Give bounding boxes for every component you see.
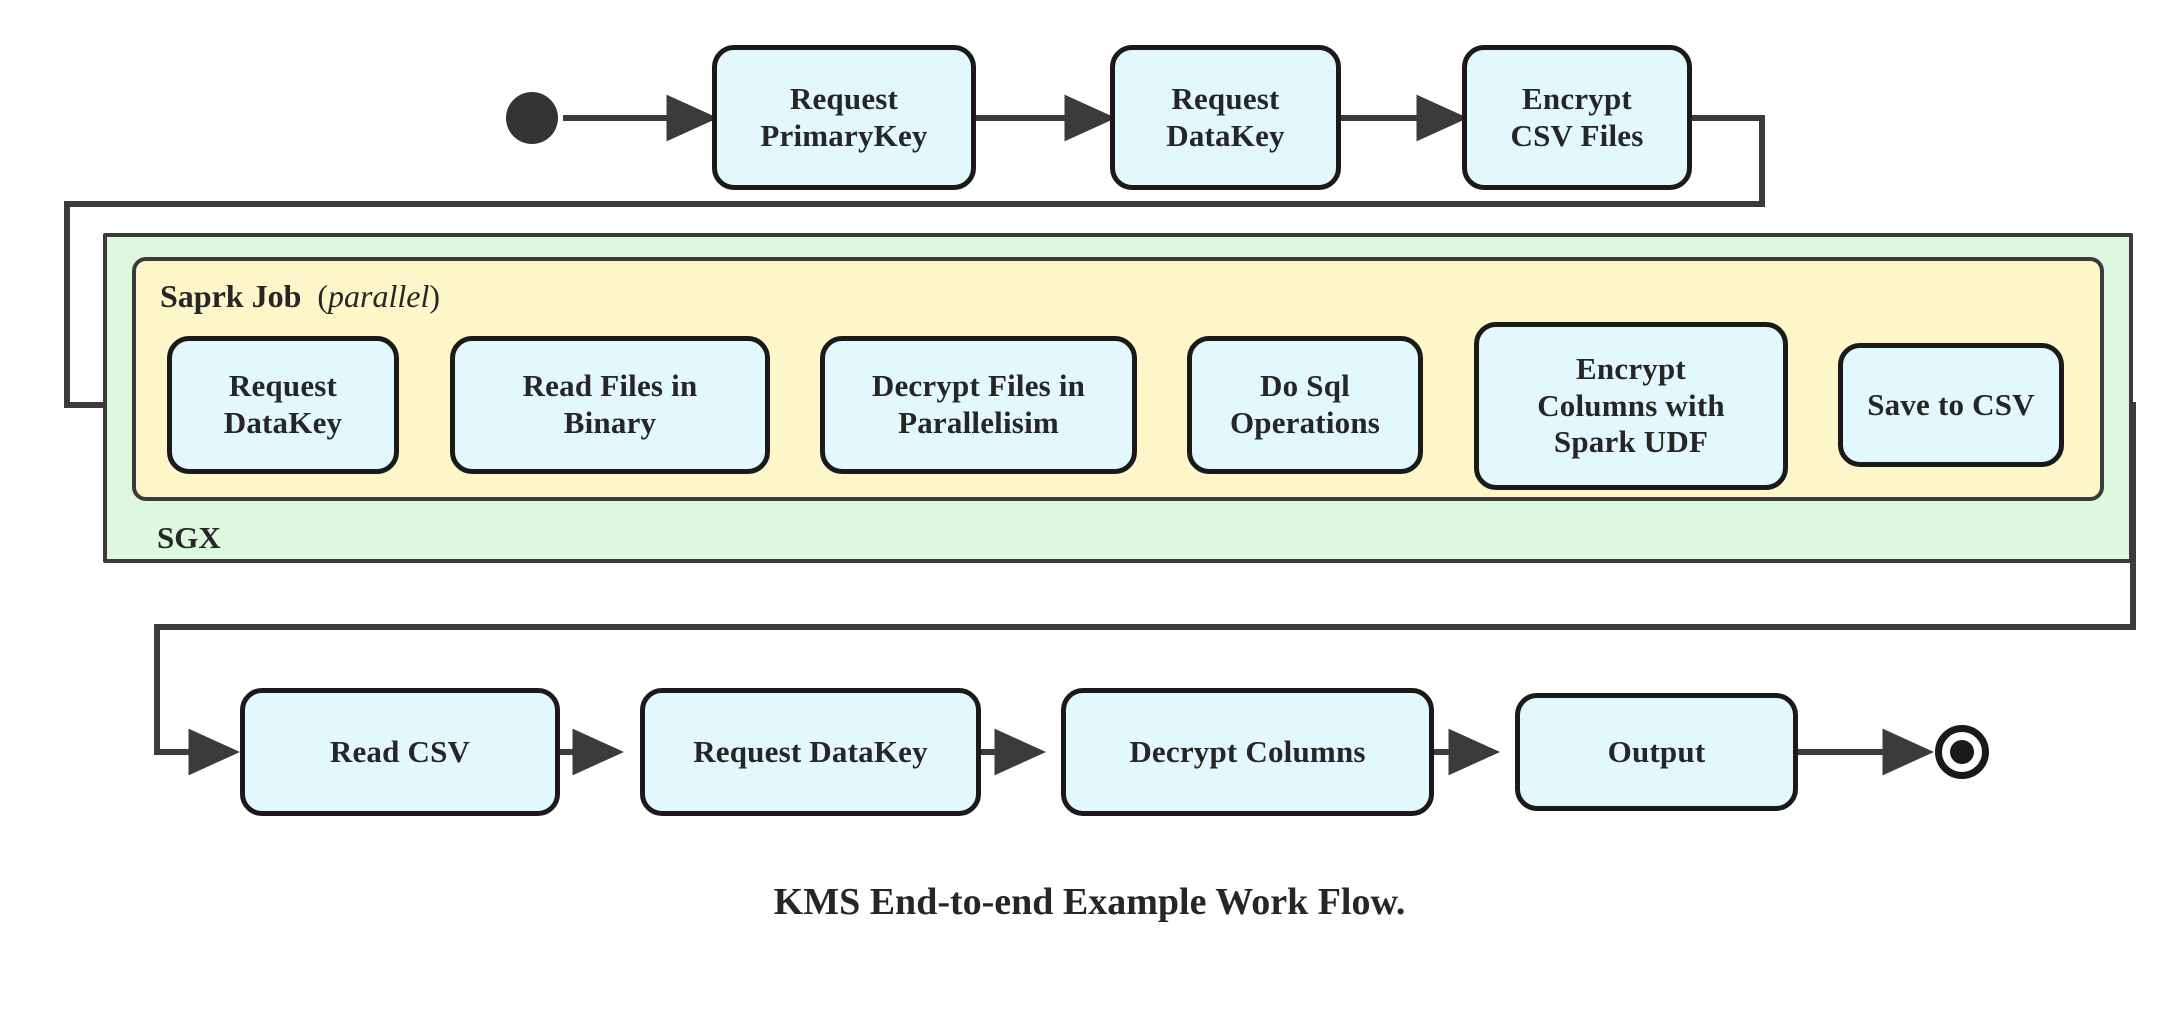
group-spark-job-label: Saprk Job (parallel): [160, 278, 440, 315]
node-encrypt-csv-files-label: Encrypt CSV Files: [1510, 80, 1644, 153]
node-do-sql-operations[interactable]: Do Sql Operations: [1187, 336, 1423, 474]
node-read-files-in-binary-label: Read Files in Binary: [522, 368, 698, 440]
group-spark-job-modifier-close: ): [429, 278, 441, 314]
node-encrypt-columns-with-spark-udf[interactable]: Encrypt Columns with Spark UDF: [1474, 322, 1788, 490]
node-request-datakey-top-label: Request DataKey: [1166, 80, 1285, 153]
node-decrypt-columns-label: Decrypt Columns: [1129, 733, 1366, 769]
node-decrypt-columns[interactable]: Decrypt Columns: [1061, 688, 1434, 816]
node-encrypt-csv-files[interactable]: Encrypt CSV Files: [1462, 45, 1692, 190]
node-output[interactable]: Output: [1515, 693, 1798, 811]
node-request-datakey-top[interactable]: Request DataKey: [1110, 45, 1341, 190]
start-node-icon: [506, 92, 558, 144]
node-request-datakey-spark-label: Request DataKey: [223, 368, 343, 440]
end-node-inner-dot: [1950, 740, 1974, 764]
node-request-primarykey-label: Request PrimaryKey: [760, 80, 928, 153]
node-save-to-csv-label: Save to CSV: [1867, 386, 2035, 422]
group-sgx-label: SGX: [157, 520, 221, 555]
node-decrypt-files-in-parallelisim-label: Decrypt Files in Parallelisim: [871, 368, 1086, 440]
node-read-csv-label: Read CSV: [329, 733, 471, 769]
node-save-to-csv[interactable]: Save to CSV: [1838, 343, 2064, 467]
node-read-files-in-binary[interactable]: Read Files in Binary: [450, 336, 770, 474]
node-read-csv[interactable]: Read CSV: [240, 688, 560, 816]
node-encrypt-columns-with-spark-udf-label: Encrypt Columns with Spark UDF: [1537, 351, 1725, 460]
node-request-datakey-bottom[interactable]: Request DataKey: [640, 688, 981, 816]
node-request-primarykey[interactable]: Request PrimaryKey: [712, 45, 976, 190]
group-spark-job-modifier-open: (: [317, 278, 329, 314]
end-node-icon: [1935, 725, 1989, 779]
node-request-datakey-spark[interactable]: Request DataKey: [167, 336, 399, 474]
diagram-caption: KMS End-to-end Example Work Flow.: [773, 881, 1406, 923]
node-decrypt-files-in-parallelisim[interactable]: Decrypt Files in Parallelisim: [820, 336, 1137, 474]
node-output-label: Output: [1607, 733, 1706, 769]
group-spark-job-name: Saprk Job: [160, 278, 302, 314]
node-request-datakey-bottom-label: Request DataKey: [693, 733, 928, 769]
group-spark-job-modifier: parallel: [328, 278, 430, 314]
node-do-sql-operations-label: Do Sql Operations: [1229, 368, 1381, 440]
